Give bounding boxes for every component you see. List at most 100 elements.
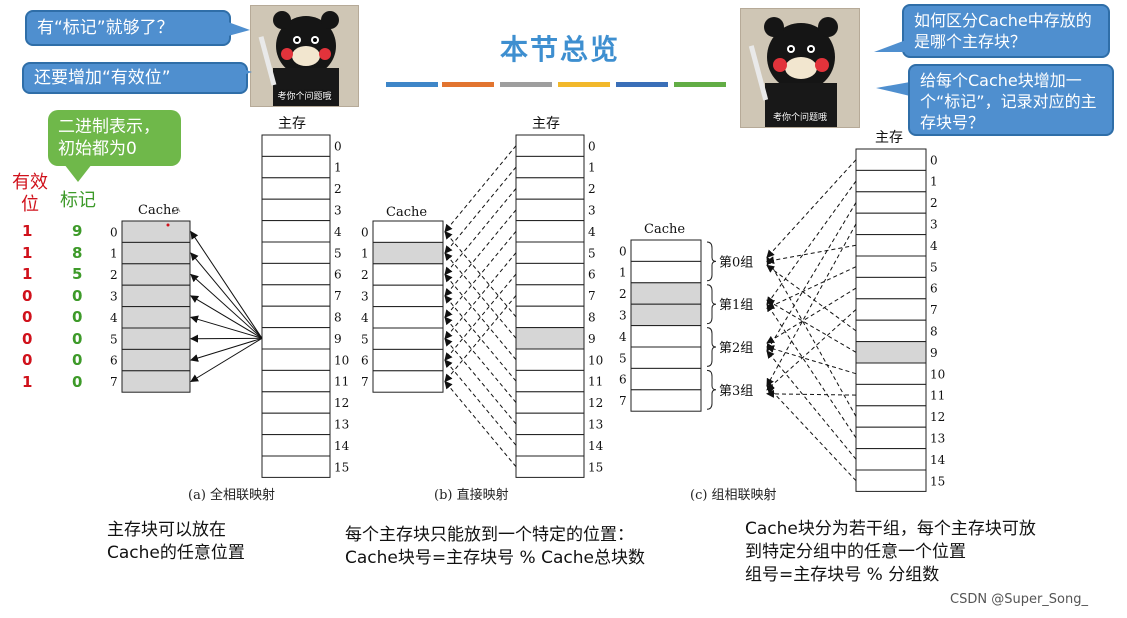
mem-c-index-5: 5 xyxy=(930,260,938,274)
valid-bit-2: 1 xyxy=(22,265,33,283)
note-c-line-1: Cache块分为若干组，每个主存块可放 xyxy=(745,519,1036,539)
cache-a-index-0: 0 xyxy=(110,225,118,239)
tag-value-2: 5 xyxy=(72,265,83,283)
mem-b-index-15: 15 xyxy=(588,460,603,474)
bubble-tails-left xyxy=(228,22,252,80)
tag-value-7: 0 xyxy=(72,372,83,391)
mem-a-index-0: 0 xyxy=(334,139,342,153)
group-label-1: 第1组 xyxy=(719,298,753,313)
mem-c-index-1: 1 xyxy=(930,175,938,189)
mascot-image-right: 考你个问题哦 xyxy=(740,8,860,128)
mapping-arrow-b-6 xyxy=(444,273,517,361)
cache-c-index-7: 7 xyxy=(619,394,627,408)
cache-b-index-7: 7 xyxy=(361,375,369,389)
note-a-line-1: 主存块可以放在 xyxy=(107,520,226,540)
cache-b-cell-0 xyxy=(372,220,444,243)
cache-c-cell-4 xyxy=(630,325,702,348)
mem-c-index-7: 7 xyxy=(930,303,938,317)
mem-b-cell-10 xyxy=(515,348,585,371)
mem-c-index-11: 11 xyxy=(930,389,945,403)
mapping-arrow-a-2 xyxy=(190,273,263,339)
mem-c-cell-8 xyxy=(855,319,927,343)
mem-c-index-13: 13 xyxy=(930,431,945,445)
mapping-arrow-b-1 xyxy=(444,166,517,254)
cache-b-cell-1 xyxy=(372,241,444,265)
mem-c-cell-7 xyxy=(855,298,927,321)
bear-mascot-icon xyxy=(251,6,358,106)
mem-a-index-7: 7 xyxy=(334,289,342,303)
cache-a-index-6: 6 xyxy=(110,354,118,368)
cache-b-index-1: 1 xyxy=(361,247,369,261)
mapping-arrow-c-7 xyxy=(766,309,857,391)
mem-c-cell-12 xyxy=(855,405,927,428)
cache-a-index-1: 1 xyxy=(110,247,118,261)
mem-b-cell-7 xyxy=(515,284,585,307)
mem-a-cell-10 xyxy=(261,348,331,371)
diagram-set-associative: Cache主存012345670123456789101112131415第0组… xyxy=(619,130,946,492)
bubble-text: 给每个Cache块增加一个“标记”，记录对应的主存块号？ xyxy=(920,71,1097,132)
valid-bit-1: 1 xyxy=(22,243,33,262)
cache-c-index-2: 2 xyxy=(619,287,627,301)
mem-b-cell-11 xyxy=(515,369,585,393)
color-bar-1 xyxy=(386,82,438,87)
valid-bit-5: 0 xyxy=(22,329,33,348)
cache-c-cell-6 xyxy=(630,367,702,391)
cache-a-index-4: 4 xyxy=(110,311,118,325)
note-c-line-3: 组号=主存块号 % 分组数 xyxy=(745,565,940,585)
mem-c-cell-4 xyxy=(855,234,927,257)
cache-a-cell-2 xyxy=(121,263,191,286)
mem-c-index-6: 6 xyxy=(930,282,938,296)
color-bar-3 xyxy=(500,82,552,87)
mem-a-index-8: 8 xyxy=(334,310,342,324)
bubble-tails xyxy=(874,40,908,96)
caption-a: (a) 全相联映射 xyxy=(188,488,276,503)
mem-b-index-4: 4 xyxy=(588,225,596,239)
watermark: CSDN @Super_Song_ xyxy=(950,592,1088,607)
mem-b-cell-3 xyxy=(515,198,585,222)
valid-bit-7: 1 xyxy=(22,372,33,391)
tag-value-5: 0 xyxy=(72,329,83,348)
binary-note-bubble: 二进制表示，初始都为0 xyxy=(48,110,181,166)
mapping-arrow-c-4 xyxy=(766,244,857,265)
note-c: Cache块分为若干组，每个主存块可放 到特定分组中的任意一个位置 组号=主存块… xyxy=(745,518,1036,587)
cache-b-index-4: 4 xyxy=(361,311,369,325)
note-a-line-2: Cache的任意位置 xyxy=(107,543,245,563)
mapping-arrow-c-2 xyxy=(766,202,857,352)
mem-b-cell-6 xyxy=(515,262,585,286)
mem-c-index-10: 10 xyxy=(930,367,945,381)
mem-b-index-6: 6 xyxy=(588,268,596,282)
mem-a-index-15: 15 xyxy=(334,460,349,474)
mem-c-cell-0 xyxy=(855,148,927,171)
mem-a-index-2: 2 xyxy=(334,182,342,196)
mapping-arrow-c-8 xyxy=(766,264,857,332)
mem-label-b: 主存 xyxy=(532,116,560,132)
mem-a-index-5: 5 xyxy=(334,246,342,260)
mapping-arrow-b-8 xyxy=(444,230,517,318)
cache-c-index-4: 4 xyxy=(619,330,627,344)
mem-c-index-4: 4 xyxy=(930,239,938,253)
mem-b-cell-4 xyxy=(515,220,585,243)
mapping-arrow-c-11 xyxy=(766,389,857,398)
mapping-arrow-c-13 xyxy=(766,303,857,439)
cache-a-cell-0 xyxy=(121,220,191,243)
mem-a-index-10: 10 xyxy=(334,353,349,367)
mapping-arrow-b-5 xyxy=(444,252,517,340)
mem-a-cell-14 xyxy=(261,434,331,457)
mem-c-index-14: 14 xyxy=(930,453,946,467)
mapping-arrow-c-0 xyxy=(766,159,857,259)
mapping-arrow-b-3 xyxy=(444,209,517,297)
mem-b-cell-1 xyxy=(515,155,585,179)
diagram-c-canvas: Cache主存012345670123456789101112131415第0组… xyxy=(619,130,946,492)
mem-c-index-12: 12 xyxy=(930,410,945,424)
cache-a-index-5: 5 xyxy=(110,332,118,346)
cache-b-cell-3 xyxy=(372,284,444,308)
color-bar-5 xyxy=(616,82,668,87)
mapping-arrow-b-0 xyxy=(444,145,517,233)
mem-a-cell-2 xyxy=(261,177,331,200)
cache-b-index-0: 0 xyxy=(361,225,369,239)
mem-c-index-3: 3 xyxy=(930,217,938,231)
mapping-arrow-b-7 xyxy=(444,295,517,383)
mem-a-cell-13 xyxy=(261,412,331,436)
valid-bit-4: 0 xyxy=(22,308,33,326)
